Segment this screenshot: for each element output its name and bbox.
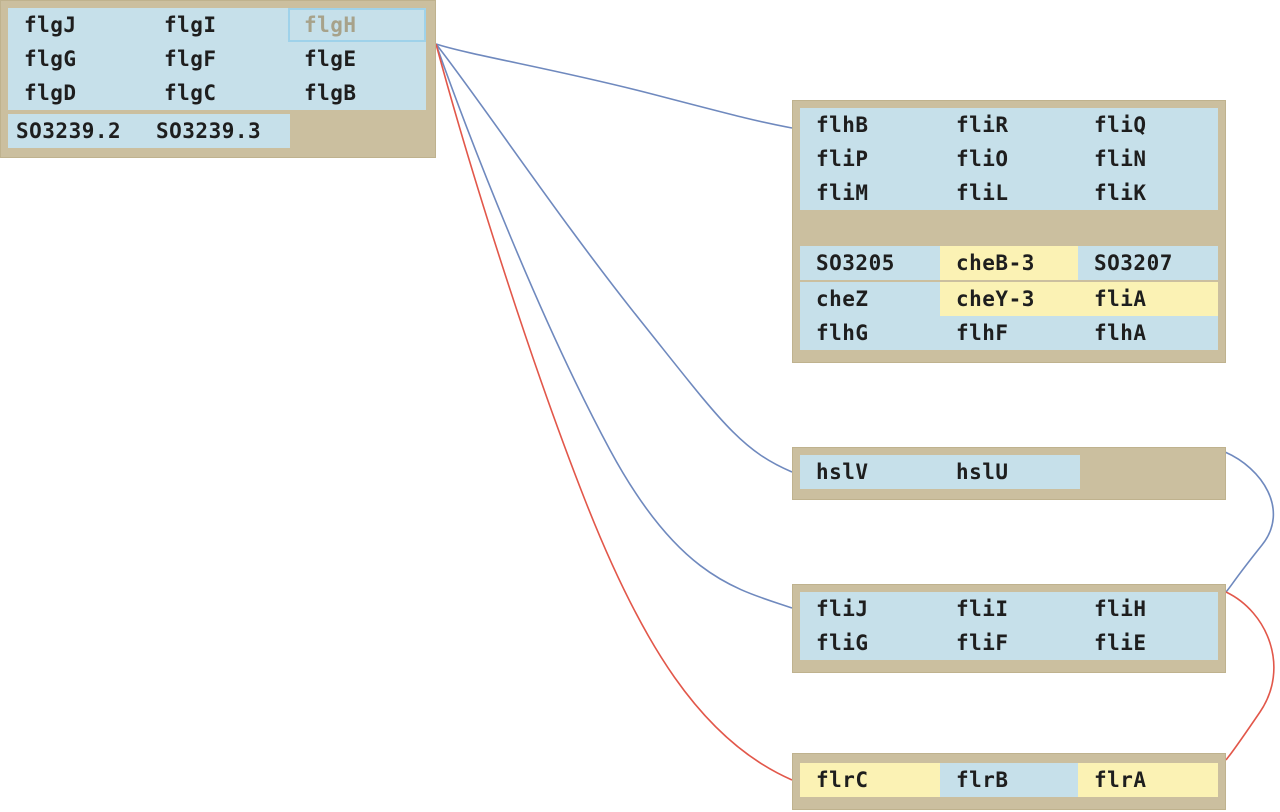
operon-flg: flgJ flgI flgH flgG flgF flgE flgD flgC … bbox=[0, 0, 436, 158]
gene-SO3239-3[interactable]: SO3239.3 bbox=[148, 114, 290, 148]
gene-cheY-3[interactable]: cheY-3 bbox=[940, 282, 1078, 316]
operon-fliJ: fliJ fliI fliH fliG fliF fliE bbox=[792, 584, 1226, 673]
gene-fliQ[interactable]: fliQ bbox=[1078, 108, 1218, 142]
gene-hslV[interactable]: hslV bbox=[800, 455, 940, 489]
gene-cheB-3[interactable]: cheB-3 bbox=[940, 246, 1078, 280]
link-flg-to-flr bbox=[435, 43, 793, 781]
gene-SO3207[interactable]: SO3207 bbox=[1078, 246, 1218, 280]
gene-SO3205[interactable]: SO3205 bbox=[800, 246, 940, 280]
gene-flgC[interactable]: flgC bbox=[148, 76, 288, 110]
gene-fliM[interactable]: fliM bbox=[800, 176, 940, 210]
gene-flgG[interactable]: flgG bbox=[8, 42, 148, 76]
gene-flrC[interactable]: flrC bbox=[800, 763, 940, 797]
gene-SO3239-2[interactable]: SO3239.2 bbox=[8, 114, 148, 148]
gene-flgI[interactable]: flgI bbox=[148, 8, 288, 42]
gene-fliF[interactable]: fliF bbox=[940, 626, 1078, 660]
gene-fliN[interactable]: fliN bbox=[1078, 142, 1218, 176]
gene-fliJ[interactable]: fliJ bbox=[800, 592, 940, 626]
link-flg-to-hsl bbox=[435, 43, 793, 473]
gene-flhF[interactable]: flhF bbox=[940, 316, 1078, 350]
gene-flgB[interactable]: flgB bbox=[288, 76, 426, 110]
gene-flhA[interactable]: flhA bbox=[1078, 316, 1218, 350]
link-flij-to-flr bbox=[1225, 591, 1275, 761]
operon-flr: flrC flrB flrA bbox=[792, 753, 1226, 810]
operon-flh-fli: flhB fliR fliQ fliP fliO fliN fliM fliL … bbox=[792, 100, 1226, 363]
gene-flhB[interactable]: flhB bbox=[800, 108, 940, 142]
gene-fliI[interactable]: fliI bbox=[940, 592, 1078, 626]
gene-fliR[interactable]: fliR bbox=[940, 108, 1078, 142]
gene-fliG[interactable]: fliG bbox=[800, 626, 940, 660]
link-hsl-to-flij bbox=[1224, 451, 1275, 593]
gene-cheZ[interactable]: cheZ bbox=[800, 282, 940, 316]
gene-flgD[interactable]: flgD bbox=[8, 76, 148, 110]
gene-fliA[interactable]: fliA bbox=[1078, 282, 1218, 316]
link-flg-to-flij bbox=[435, 43, 793, 609]
gene-flrA[interactable]: flrA bbox=[1078, 763, 1218, 797]
gene-fliL[interactable]: fliL bbox=[940, 176, 1078, 210]
gene-flgF[interactable]: flgF bbox=[148, 42, 288, 76]
gene-flgH[interactable]: flgH bbox=[288, 8, 426, 42]
gene-hslU[interactable]: hslU bbox=[940, 455, 1080, 489]
operon-hsl: hslV hslU bbox=[792, 447, 1226, 500]
link-flg-to-flh bbox=[435, 43, 793, 129]
gene-flhG[interactable]: flhG bbox=[800, 316, 940, 350]
gene-fliE[interactable]: fliE bbox=[1078, 626, 1218, 660]
gene-fliO[interactable]: fliO bbox=[940, 142, 1078, 176]
gene-fliK[interactable]: fliK bbox=[1078, 176, 1218, 210]
gene-flgJ[interactable]: flgJ bbox=[8, 8, 148, 42]
gene-fliH[interactable]: fliH bbox=[1078, 592, 1218, 626]
gene-flrB[interactable]: flrB bbox=[940, 763, 1078, 797]
gene-flgE[interactable]: flgE bbox=[288, 42, 426, 76]
gene-fliP[interactable]: fliP bbox=[800, 142, 940, 176]
